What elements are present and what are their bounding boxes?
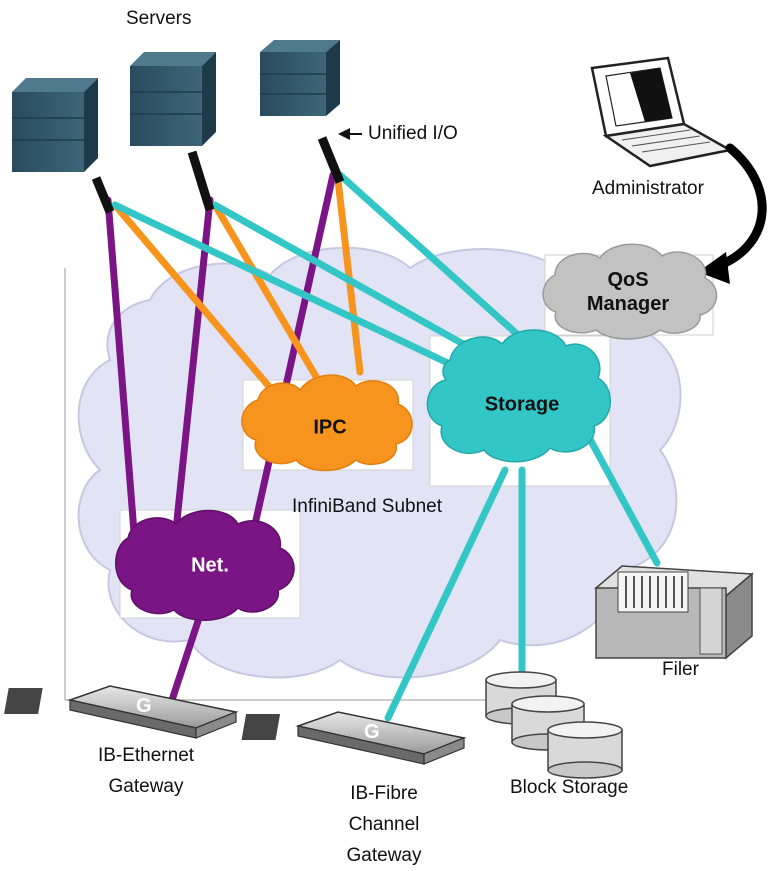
server-icon	[130, 52, 216, 146]
block-storage-icon	[485, 671, 623, 779]
links	[104, 171, 661, 722]
storage-link	[581, 426, 661, 567]
connector	[91, 176, 115, 214]
gateway-line: Gateway	[346, 845, 422, 866]
qos-manager-cloud	[542, 243, 718, 340]
block-storage-label: Block Storage	[510, 777, 629, 798]
ib-ethernet-gateway-icon: G	[4, 685, 239, 739]
ipc-cloud	[241, 374, 413, 472]
unified-io-connectors	[91, 136, 345, 214]
ipc-link	[334, 176, 364, 376]
ipc-label: IPC	[313, 416, 347, 439]
gateway-logo: G	[136, 695, 152, 717]
server-icon	[12, 78, 98, 172]
ib-ethernet-line: IB-Ethernet	[97, 745, 195, 766]
net-label: Net.	[191, 554, 229, 577]
ipc-link	[211, 201, 322, 384]
qos-line: QoS	[607, 269, 649, 291]
storage-label: Storage	[484, 393, 560, 416]
server-icon	[260, 40, 340, 116]
laptop-icon	[590, 56, 734, 168]
ipc-link	[111, 201, 276, 394]
net-link	[104, 196, 139, 549]
net-link	[171, 196, 214, 544]
connector	[187, 150, 215, 212]
gateway-line: Gateway	[108, 776, 184, 797]
storage-link	[211, 201, 469, 349]
storage-link	[384, 466, 509, 722]
storage-link	[111, 201, 456, 369]
net-cloud	[115, 509, 295, 621]
infiniband-subnet-label: InfiniBand Subnet	[292, 496, 443, 517]
ib-fibre-channel-gateway-icon: G	[241, 711, 467, 765]
unified-io-arrow-icon	[338, 128, 362, 140]
connector	[317, 136, 345, 184]
administrator-label: Administrator	[592, 178, 704, 199]
channel-line: Channel	[348, 814, 420, 835]
manager-line: Manager	[586, 293, 670, 315]
unified-io-label: Unified I/O	[368, 123, 458, 144]
ib-fibre-channel-gateway-label: IB-Fibre Channel Gateway	[347, 778, 422, 871]
filer-label: Filer	[662, 659, 699, 680]
gateway-logo: G	[364, 721, 380, 743]
ib-ethernet-gateway-label: IB-Ethernet Gateway	[98, 740, 194, 802]
storage-link	[336, 171, 522, 339]
filer-icon	[594, 565, 754, 660]
storage-cloud	[426, 329, 612, 463]
net-link	[252, 171, 337, 524]
servers-label: Servers	[126, 8, 192, 29]
ib-fibre-line: IB-Fibre	[350, 783, 418, 804]
admin-arrow-icon	[698, 143, 767, 284]
qos-manager-label: QoS Manager	[587, 268, 669, 316]
